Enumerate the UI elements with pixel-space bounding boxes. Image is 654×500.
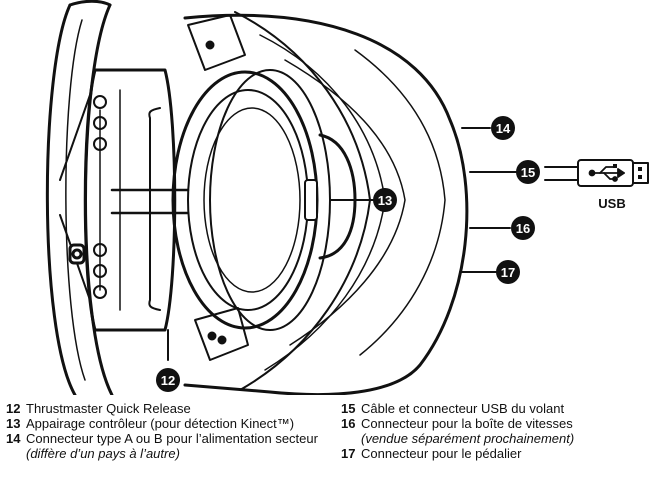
svg-text:17: 17 bbox=[501, 265, 515, 280]
legend-number: 12 bbox=[6, 401, 21, 416]
legend-note: (vendue séparément prochainement) bbox=[361, 431, 575, 446]
callout-17: 17 bbox=[496, 260, 520, 284]
wheel-hub bbox=[68, 68, 177, 332]
legend-note: (diffère d’un pays à l’autre) bbox=[26, 446, 180, 461]
legend-number: 13 bbox=[6, 416, 21, 431]
legend-item-15: 15 Câble et connecteur USB du volant bbox=[341, 401, 651, 416]
legend-item-13: 13 Appairage contrôleur (pour détection … bbox=[6, 416, 331, 431]
legend-description: Connecteur type A ou B pour l’alimentati… bbox=[26, 431, 318, 446]
svg-text:15: 15 bbox=[521, 165, 535, 180]
legend-left-column: 12 Thrustmaster Quick Release 13 Appaira… bbox=[6, 401, 331, 461]
callout-13: 13 bbox=[373, 188, 397, 212]
callout-16: 16 bbox=[511, 216, 535, 240]
legend-number: 14 bbox=[6, 431, 21, 446]
legend-description: Connecteur pour la boîte de vitesses bbox=[361, 416, 573, 431]
wheel-base-body bbox=[183, 11, 469, 395]
svg-text:12: 12 bbox=[161, 373, 175, 388]
callout-14: 14 bbox=[491, 116, 515, 140]
legend-description: Connecteur pour le pédalier bbox=[361, 446, 522, 461]
legend-number: 17 bbox=[341, 446, 356, 461]
usb-icon bbox=[588, 164, 625, 182]
legend-right-column: 15 Câble et connecteur USB du volant 16 … bbox=[341, 401, 651, 461]
legend-description: Thrustmaster Quick Release bbox=[26, 401, 191, 416]
legend-item-16: 16 Connecteur pour la boîte de vitesses … bbox=[341, 416, 651, 446]
steering-wheel-rim bbox=[45, 0, 114, 395]
legend-description: Câble et connecteur USB du volant bbox=[361, 401, 565, 416]
legend-item-17: 17 Connecteur pour le pédalier bbox=[341, 446, 651, 461]
callout-12: 12 bbox=[156, 368, 180, 392]
wheel-base-illustration: 12 13 14 15 16 17 USB bbox=[45, 0, 649, 395]
legend-item-12: 12 Thrustmaster Quick Release bbox=[6, 401, 331, 416]
legend-description-block: Connecteur pour la boîte de vitesses (ve… bbox=[361, 416, 651, 446]
legend-item-14: 14 Connecteur type A ou B pour l’aliment… bbox=[6, 431, 331, 461]
legend-number: 16 bbox=[341, 416, 356, 431]
hub-bolts bbox=[93, 95, 107, 299]
callout-15: 15 bbox=[516, 160, 540, 184]
legend-description: Appairage contrôleur (pour détection Kin… bbox=[26, 416, 295, 431]
legend-number: 15 bbox=[341, 401, 356, 416]
usb-label: USB bbox=[598, 196, 625, 211]
quick-release-shaft bbox=[110, 107, 190, 311]
svg-text:16: 16 bbox=[516, 221, 530, 236]
svg-text:14: 14 bbox=[496, 121, 511, 136]
svg-text:13: 13 bbox=[378, 193, 392, 208]
legend-description-block: Connecteur type A ou B pour l’alimentati… bbox=[26, 431, 331, 461]
